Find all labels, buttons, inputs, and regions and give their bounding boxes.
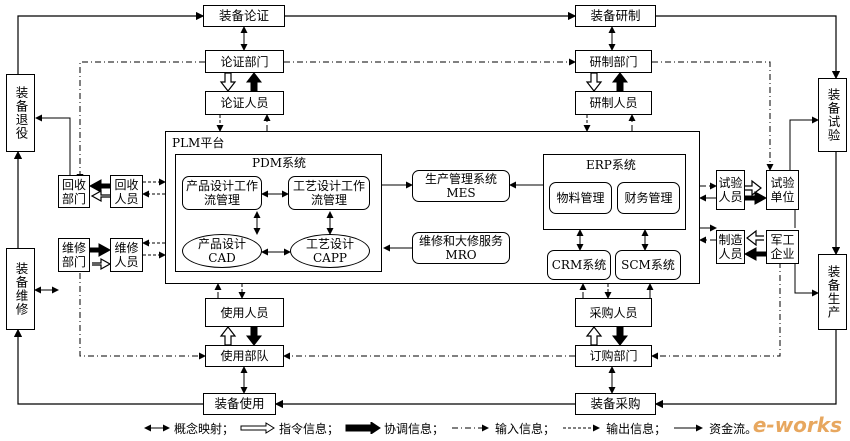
legend: 概念映射； 指令信息； 协调信息； 输入信息； 输出信息； 资金流。 bbox=[143, 418, 763, 438]
recycling-staff-box: 回收人员 bbox=[110, 175, 143, 208]
equipment-development-label: 装备研制 bbox=[590, 8, 641, 23]
procurement-staff-box: 采购人员 bbox=[575, 298, 652, 327]
manufacturing-staff-label: 制造人员 bbox=[718, 233, 743, 261]
equipment-maintenance-box: 装备维修 bbox=[6, 248, 35, 330]
ordering-department-box: 订购部门 bbox=[575, 345, 652, 367]
concept-mapping-legend-icon bbox=[144, 424, 170, 432]
maintenance-staff-box: 维修人员 bbox=[110, 238, 143, 272]
mes-label: 生产管理系统MES bbox=[424, 172, 497, 200]
argumentation-department-label: 论证部门 bbox=[220, 54, 269, 69]
cad-label: 产品设计CAD bbox=[197, 237, 246, 265]
input-info-legend-icon bbox=[452, 424, 490, 432]
military-enterprise-box: 军工企业 bbox=[766, 230, 799, 264]
argumentation-department-box: 论证部门 bbox=[205, 50, 284, 73]
equipment-use-box: 装备使用 bbox=[203, 393, 276, 415]
erp-system-box bbox=[543, 154, 686, 230]
finance-management-label: 财务管理 bbox=[624, 191, 673, 205]
ordering-department-label: 订购部门 bbox=[589, 349, 638, 363]
mro-label: 维修和大修服务MRO bbox=[418, 234, 503, 262]
mro-box: 维修和大修服务MRO bbox=[412, 232, 510, 264]
argumentation-staff-label: 论证人员 bbox=[220, 96, 269, 110]
development-staff-label: 研制人员 bbox=[589, 96, 638, 110]
procurement-staff-label: 采购人员 bbox=[589, 305, 638, 320]
fund-flow-legend-icon bbox=[674, 424, 704, 432]
test-unit-label: 试验单位 bbox=[770, 176, 795, 204]
manufacturing-staff-box: 制造人员 bbox=[716, 230, 745, 264]
scm-box: SCM系统 bbox=[615, 250, 681, 280]
product-design-workflow-label: 产品设计工作流管理 bbox=[186, 179, 259, 207]
scm-label: SCM系统 bbox=[621, 258, 675, 272]
finance-management-box: 财务管理 bbox=[617, 182, 680, 214]
capp-ellipse: 工艺设计CAPP bbox=[290, 234, 370, 268]
argumentation-staff-box: 论证人员 bbox=[205, 91, 284, 115]
maintenance-department-box: 维修部门 bbox=[58, 238, 90, 272]
development-department-label: 研制部门 bbox=[589, 54, 638, 69]
test-staff-box: 试验人员 bbox=[716, 170, 745, 210]
development-department-box: 研制部门 bbox=[575, 50, 652, 73]
output-info-legend-icon bbox=[563, 424, 601, 432]
equipment-retirement-label: 装备退役 bbox=[13, 86, 29, 140]
user-staff-label: 使用人员 bbox=[220, 305, 269, 320]
military-enterprise-label: 军工企业 bbox=[770, 233, 795, 261]
process-design-workflow-box: 工艺设计工作流管理 bbox=[288, 176, 370, 210]
pdm-system-box bbox=[175, 154, 382, 272]
process-design-workflow-label: 工艺设计工作流管理 bbox=[292, 179, 365, 207]
material-management-label: 物料管理 bbox=[556, 191, 605, 205]
plm-platform-title: PLM平台 bbox=[172, 136, 225, 150]
legend-command-label: 指令信息； bbox=[279, 421, 340, 436]
equipment-production-box: 装备生产 bbox=[818, 254, 847, 330]
material-management-box: 物料管理 bbox=[549, 182, 612, 214]
recycling-department-box: 回收部门 bbox=[58, 175, 90, 208]
user-troops-label: 使用部队 bbox=[220, 349, 269, 363]
user-troops-box: 使用部队 bbox=[205, 345, 284, 367]
cad-ellipse: 产品设计CAD bbox=[182, 234, 262, 268]
pdm-system-title: PDM系统 bbox=[252, 156, 306, 170]
test-staff-label: 试验人员 bbox=[718, 176, 743, 204]
e-works-watermark-logo: e-works bbox=[753, 413, 842, 437]
equipment-procurement-label: 装备采购 bbox=[590, 396, 641, 411]
recycling-staff-label: 回收人员 bbox=[114, 177, 139, 206]
equipment-development-box: 装备研制 bbox=[575, 5, 656, 27]
equipment-retirement-box: 装备退役 bbox=[6, 74, 35, 152]
equipment-production-label: 装备生产 bbox=[825, 265, 841, 319]
legend-fund-label: 资金流。 bbox=[709, 421, 758, 436]
equipment-argumentation-label: 装备论证 bbox=[218, 8, 269, 23]
legend-output-label: 输出信息； bbox=[606, 421, 667, 436]
equipment-maintenance-label: 装备维修 bbox=[13, 262, 29, 316]
equipment-procurement-box: 装备采购 bbox=[575, 393, 656, 415]
capp-label: 工艺设计CAPP bbox=[305, 237, 354, 265]
legend-coord-label: 协调信息； bbox=[384, 421, 445, 436]
user-staff-box: 使用人员 bbox=[205, 298, 284, 327]
mes-box: 生产管理系统MES bbox=[412, 170, 510, 202]
legend-concept-label: 概念映射； bbox=[174, 421, 235, 436]
legend-input-label: 输入信息； bbox=[495, 421, 556, 436]
product-design-workflow-box: 产品设计工作流管理 bbox=[182, 176, 262, 210]
command-info-legend-icon bbox=[240, 422, 275, 434]
recycling-department-label: 回收部门 bbox=[61, 177, 86, 206]
coordination-info-legend-icon bbox=[345, 422, 381, 434]
erp-system-title: ERP系统 bbox=[586, 158, 636, 172]
equipment-argumentation-box: 装备论证 bbox=[203, 5, 285, 27]
maintenance-department-label: 维修部门 bbox=[61, 241, 86, 269]
equipment-test-box: 装备试验 bbox=[818, 78, 847, 152]
watermark-text: e-works bbox=[752, 413, 842, 437]
equipment-test-label: 装备试验 bbox=[825, 88, 841, 142]
development-staff-box: 研制人员 bbox=[575, 91, 652, 115]
equipment-use-label: 装备使用 bbox=[214, 396, 265, 411]
test-unit-box: 试验单位 bbox=[766, 170, 799, 210]
plm-platform-box bbox=[165, 131, 700, 284]
crm-box: CRM系统 bbox=[547, 250, 611, 280]
crm-label: CRM系统 bbox=[551, 258, 607, 272]
maintenance-staff-label: 维修人员 bbox=[114, 241, 139, 269]
